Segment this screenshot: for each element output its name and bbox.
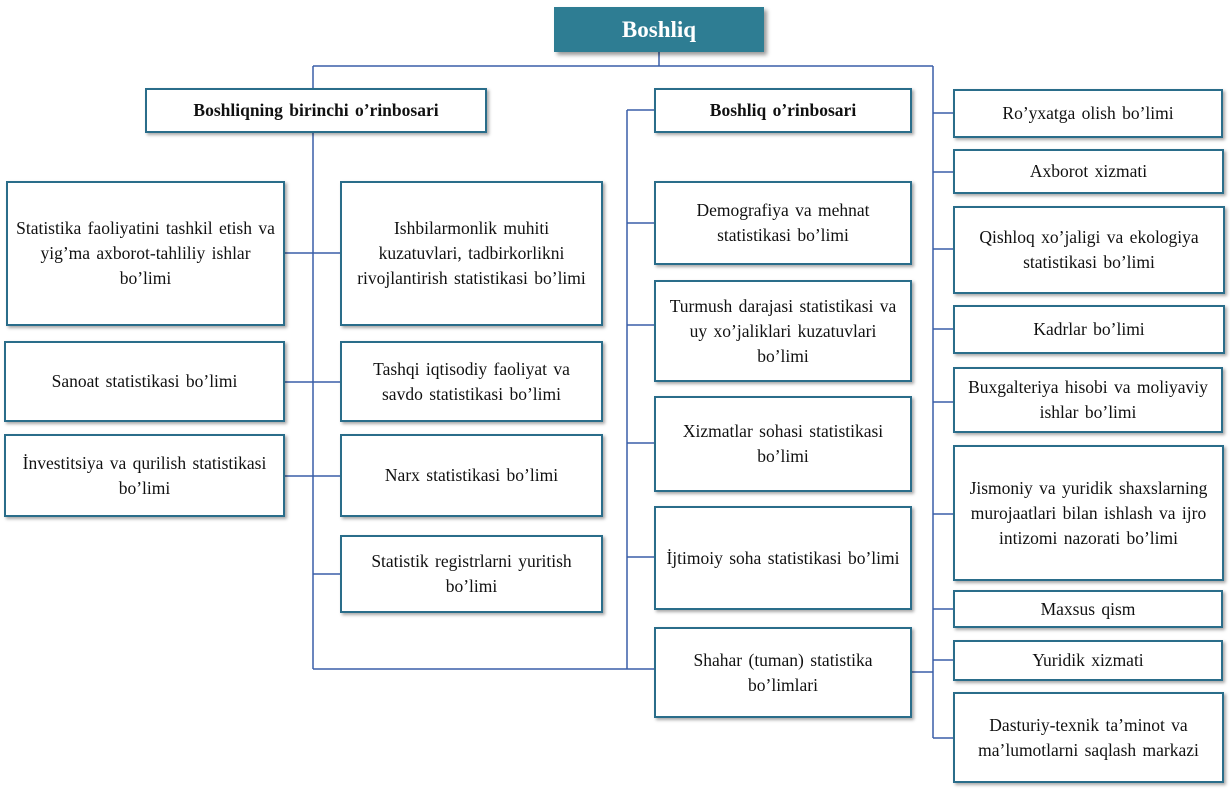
department-label: Statistik registrlarni yuritish bo’limi <box>371 551 572 596</box>
department-label: Tashqi iqtisodiy faoliyat va savdo stati… <box>373 358 570 404</box>
first-deputy-box: Boshliqning birinchi o’rinbosari <box>145 88 487 133</box>
department-box: Shahar (tuman) statistika bo’limlari <box>654 627 912 718</box>
unit-label: Maxsus qism <box>1040 598 1136 619</box>
department-box: Statistika faoliyatini tashkil etish va … <box>6 181 285 326</box>
unit-box: Buxgalteriya hisobi va moliyaviy ishlar … <box>953 367 1223 433</box>
department-box: Demografiya va mehnat statistikasi bo’li… <box>654 181 912 265</box>
department-label: Shahar (tuman) statistika bo’limlari <box>693 649 873 695</box>
unit-label: Buxgalteriya hisobi va moliyaviy ishlar … <box>968 377 1208 422</box>
department-box: Tashqi iqtisodiy faoliyat va savdo stati… <box>340 341 603 422</box>
department-box: İnvestitsiya va qurilish statistikasi bo… <box>4 434 285 517</box>
department-label: Statistika faoliyatini tashkil etish va … <box>16 218 275 288</box>
deputy-box: Boshliq o’rinbosari <box>654 88 912 133</box>
unit-label: Dasturiy-texnik ta’minot va ma’lumotlarn… <box>978 714 1199 760</box>
department-label: Narx statistikasi bo’limi <box>384 465 559 485</box>
department-box: Xizmatlar sohasi statistikasi bo’limi <box>654 396 912 492</box>
unit-box: Kadrlar bo’limi <box>953 305 1225 354</box>
department-label: Turmush darajasi statistikasi va uy xo’j… <box>669 295 897 366</box>
department-box: İjtimoiy soha statistikasi bo’limi <box>654 506 912 610</box>
unit-box: Yuridik xizmati <box>953 640 1223 681</box>
department-label: Demografiya va mehnat statistikasi bo’li… <box>696 200 870 245</box>
unit-label: Axborot xizmati <box>1029 161 1148 181</box>
unit-box: Dasturiy-texnik ta’minot va ma’lumotlarn… <box>953 692 1224 783</box>
department-label: Sanoat statistikasi bo’limi <box>51 371 238 391</box>
unit-box: Jismoniy va yuridik shaxslarning murojaa… <box>953 445 1224 581</box>
department-label: İnvestitsiya va qurilish statistikasi bo… <box>22 452 267 498</box>
unit-box: Axborot xizmati <box>953 149 1224 194</box>
department-box: Statistik registrlarni yuritish bo’limi <box>340 535 603 613</box>
unit-label: Kadrlar bo’limi <box>1033 319 1145 339</box>
department-label: Xizmatlar sohasi statistikasi bo’limi <box>682 421 884 466</box>
unit-box: Ro’yxatga olish bo’limi <box>953 89 1223 138</box>
department-box: Sanoat statistikasi bo’limi <box>4 341 285 422</box>
department-box: Ishbilarmonlik muhiti kuzatuvlari, tadbi… <box>340 181 603 326</box>
unit-label: Yuridik xizmati <box>1032 650 1144 670</box>
deputy-label: Boshliq o’rinbosari <box>709 100 857 120</box>
unit-label: Ro’yxatga olish bo’limi <box>1002 103 1174 123</box>
unit-label: Jismoniy va yuridik shaxslarning murojaa… <box>969 477 1208 548</box>
head-label: Boshliq <box>621 17 697 42</box>
department-label: Ishbilarmonlik muhiti kuzatuvlari, tadbi… <box>357 218 586 288</box>
department-box: Narx statistikasi bo’limi <box>340 434 603 517</box>
department-label: İjtimoiy soha statistikasi bo’limi <box>666 547 900 568</box>
unit-box: Maxsus qism <box>953 590 1223 628</box>
head-box: Boshliq <box>554 7 764 52</box>
unit-label: Qishloq xo’jaligi va ekologiya statistik… <box>979 227 1199 272</box>
unit-box: Qishloq xo’jaligi va ekologiya statistik… <box>953 206 1225 294</box>
department-box: Turmush darajasi statistikasi va uy xo’j… <box>654 280 912 382</box>
first-deputy-label: Boshliqning birinchi o’rinbosari <box>193 100 439 120</box>
